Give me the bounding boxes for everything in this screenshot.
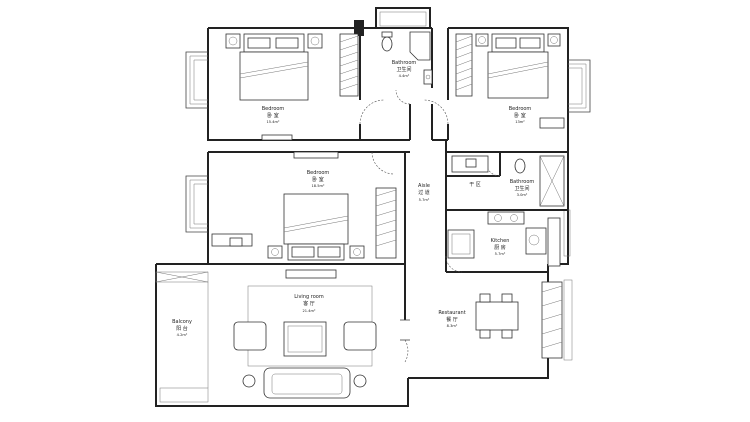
dining-chair bbox=[479, 329, 491, 339]
dining-chair bbox=[479, 293, 491, 303]
room-area: 8.3m² bbox=[447, 324, 458, 328]
sink bbox=[423, 69, 433, 85]
tv-cabinet bbox=[261, 134, 293, 141]
room-name-en: Kitchen bbox=[491, 238, 510, 244]
armchair bbox=[233, 321, 267, 351]
armchair bbox=[343, 321, 377, 351]
bay-window-west-mid bbox=[185, 175, 208, 233]
room-name-cn: 卫生间 bbox=[396, 66, 411, 73]
room-area: 21.4m² bbox=[303, 309, 317, 313]
room-name-en: Bathroom bbox=[392, 60, 417, 66]
room-name-cn: 卧 室 bbox=[514, 112, 526, 119]
nightstand bbox=[349, 245, 365, 259]
bay-window-west-top bbox=[185, 51, 208, 109]
bathroom-mid: Bathroom 卫生间 3.0m² bbox=[510, 155, 565, 207]
room-name-en: Aisle bbox=[418, 183, 430, 189]
room-area: 5.7m² bbox=[419, 198, 430, 202]
room-area: 5.7m² bbox=[495, 252, 506, 256]
room-name-cn: 卧 室 bbox=[312, 176, 324, 183]
kitchen: Kitchen 厨 房 5.7m² bbox=[447, 211, 561, 267]
bedroom-nw: Bedroom 卧 室 15.4m² bbox=[225, 33, 359, 141]
room-name-en: Bedroom bbox=[509, 106, 532, 112]
shower bbox=[409, 31, 431, 61]
room-area: 13m² bbox=[515, 120, 525, 124]
nightstand bbox=[267, 245, 283, 259]
living-room: Living room 客 厅 21.4m² bbox=[233, 269, 377, 399]
nightstand bbox=[307, 33, 323, 49]
aisle: Aisle 过 道 5.7m² bbox=[418, 183, 430, 202]
room-name-cn: 客 厅 bbox=[303, 300, 315, 307]
room-name-cn: 卧 室 bbox=[267, 112, 279, 119]
room-name-en: Balcony bbox=[172, 319, 192, 325]
room-name-cn: 阳 台 bbox=[176, 325, 188, 332]
sideboard bbox=[541, 281, 563, 359]
bathroom-top: Bathroom 卫生间 4.4m² bbox=[379, 11, 433, 85]
side-table bbox=[242, 374, 256, 388]
room-name-en: Living room bbox=[294, 294, 324, 300]
bedroom-ne: Bedroom 卧 室 13m² bbox=[455, 33, 565, 129]
coffee-table bbox=[283, 321, 327, 357]
room-area: 18.5m² bbox=[312, 184, 326, 188]
room-area: 4.4m² bbox=[399, 74, 410, 78]
nightstand bbox=[475, 33, 489, 47]
nightstand bbox=[225, 33, 241, 49]
bed bbox=[487, 51, 549, 99]
bedroom-mid: Bedroom 卧 室 18.5m² bbox=[211, 151, 397, 261]
room-area: 15.4m² bbox=[267, 120, 281, 124]
tv-cabinet bbox=[293, 151, 339, 159]
room-area: 3.0m² bbox=[517, 193, 528, 197]
counter bbox=[547, 217, 561, 267]
room-name-en: Bedroom bbox=[262, 106, 285, 112]
toilet bbox=[514, 158, 526, 174]
side-table bbox=[353, 374, 367, 388]
room-area: 4.2m² bbox=[177, 333, 188, 337]
room-name-cn: 卫生间 bbox=[514, 185, 529, 192]
room-name-en: Restaurant bbox=[438, 310, 465, 316]
desk bbox=[539, 117, 565, 129]
bed bbox=[283, 193, 349, 245]
tv-cabinet bbox=[285, 269, 337, 279]
dining-table bbox=[475, 301, 519, 331]
refrigerator bbox=[447, 229, 475, 259]
door-swings bbox=[359, 89, 501, 363]
toilet bbox=[381, 36, 393, 52]
room-name-en: Bedroom bbox=[307, 170, 330, 176]
dining-chair bbox=[501, 329, 513, 339]
room-name-cn: 餐 厅 bbox=[446, 316, 458, 323]
kitchen-sink bbox=[525, 227, 547, 255]
sofa bbox=[263, 367, 351, 399]
room-name-cn: 干 区 bbox=[469, 182, 481, 188]
interior-walls bbox=[354, 20, 568, 320]
balcony: Balcony 阳 台 4.2m² bbox=[155, 271, 209, 403]
stove bbox=[487, 211, 525, 225]
nightstand bbox=[547, 33, 561, 47]
room-name-cn: 厨 房 bbox=[494, 244, 506, 251]
restaurant: Restaurant 餐 厅 8.3m² bbox=[438, 281, 563, 359]
room-name-en: Bathroom bbox=[510, 179, 535, 185]
dining-chair bbox=[501, 293, 513, 303]
room-name-cn: 过 道 bbox=[418, 189, 430, 196]
bay-window-east-top bbox=[568, 59, 591, 113]
dry-zone: 干 区 bbox=[451, 155, 489, 188]
